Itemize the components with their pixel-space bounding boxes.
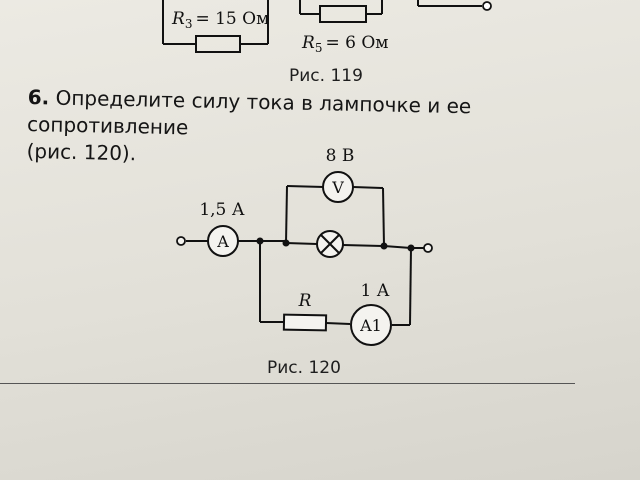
junction-node-1 (256, 237, 264, 245)
wire-r-to-a1 (325, 322, 351, 325)
lamp-icon (316, 230, 344, 258)
junction-node-2 (282, 239, 290, 247)
ammeter-a1-symbol: A1 (359, 316, 382, 335)
figure-119-caption: Рис. 119 (289, 66, 363, 86)
figure-120-caption: Рис. 120 (267, 358, 341, 378)
voltmeter-v (322, 171, 354, 203)
r3-label: R3= 15 Ом (171, 9, 269, 31)
wire-voltmeter-left-up (285, 185, 288, 244)
wire-voltmeter-left (286, 185, 325, 188)
r5-label: R5= 6 Ом (301, 33, 388, 55)
wire-node3-to-node4 (383, 245, 412, 249)
wire-voltmeter-right (352, 186, 384, 189)
ammeter-a1-reading: 1 А (360, 281, 389, 301)
ammeter-a-symbol: A (216, 232, 229, 251)
junction-node-4 (407, 244, 415, 252)
resistor-r3 (195, 35, 241, 53)
input-terminal (176, 236, 186, 246)
junction-node-3 (380, 242, 388, 250)
wire-node2-to-lamp (285, 242, 318, 245)
ammeter-a (207, 225, 239, 257)
wire-lower-right-up (409, 247, 412, 326)
resistor-r (282, 313, 328, 332)
ammeter-a1 (350, 304, 392, 346)
voltmeter-v-symbol: V (331, 178, 344, 197)
voltmeter-v-reading: 8 В (326, 146, 355, 166)
ammeter-a-reading: 1,5 А (199, 200, 244, 220)
figure-119-fragment: R3= 15 Ом R5= 6 Ом (162, 0, 492, 55)
page-divider (0, 383, 575, 384)
output-terminal (423, 243, 433, 253)
fig119-terminal (482, 1, 492, 11)
resistor-r-label: R (298, 291, 312, 311)
wire-lamp-to-node3 (342, 244, 385, 247)
wire-voltmeter-right-down (382, 187, 385, 247)
